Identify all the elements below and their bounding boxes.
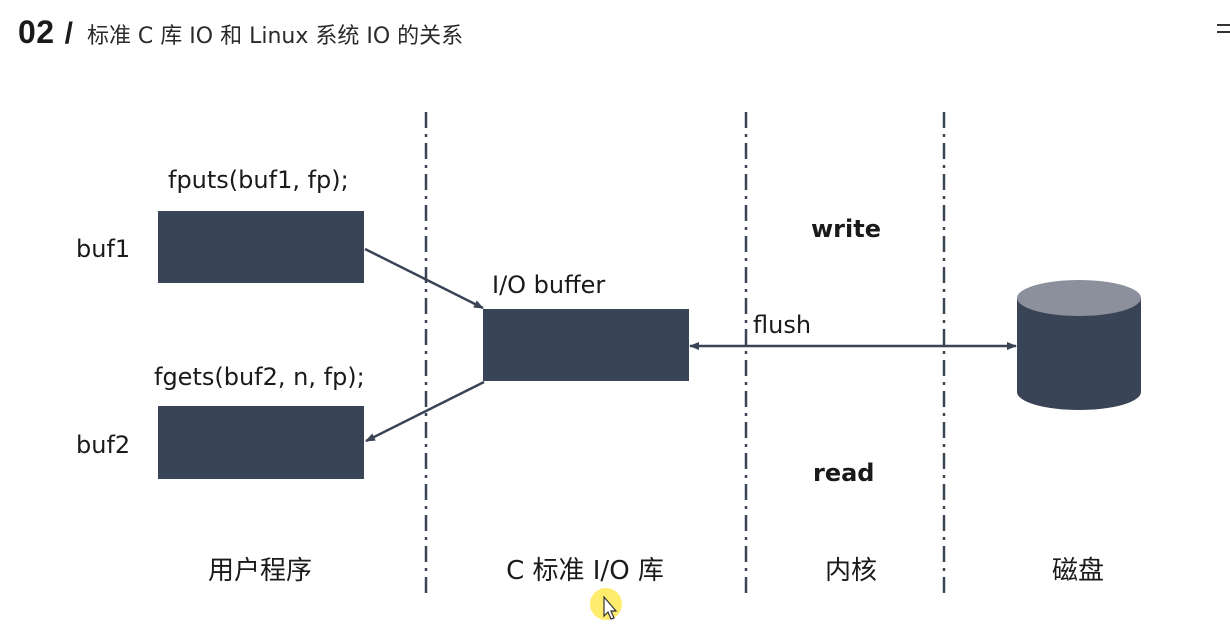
flush-label: flush <box>753 311 811 339</box>
column-label-kernel: 内核 <box>825 556 877 586</box>
mouse-pointer-icon <box>590 588 622 620</box>
buf2-box <box>158 406 364 479</box>
section-separator: / <box>64 17 73 50</box>
fgets-label: fgets(buf2, n, fp); <box>154 363 365 391</box>
read-label: read <box>813 459 875 487</box>
column-label-user: 用户程序 <box>208 556 312 586</box>
menu-icon[interactable] <box>1217 22 1230 36</box>
fgets-arrow <box>365 380 485 443</box>
buf1-box <box>158 211 364 283</box>
write-label: write <box>811 215 881 243</box>
column-label-disk: 磁盘 <box>1052 556 1104 586</box>
fputs-label: fputs(buf1, fp); <box>168 166 349 194</box>
fputs-arrow <box>364 247 484 310</box>
section-title: 标准 C 库 IO 和 Linux 系统 IO 的关系 <box>86 24 464 49</box>
io-buffer-box <box>483 309 689 381</box>
buf1-label: buf1 <box>76 235 130 263</box>
buf2-label: buf2 <box>76 431 130 459</box>
disk-cylinder-icon <box>1017 280 1141 410</box>
column-label-clib: C 标准 I/O 库 <box>506 556 664 586</box>
io-buffer-label: I/O buffer <box>492 271 605 299</box>
section-number: 02 <box>18 14 55 50</box>
slide-header: 02 / 标准 C 库 IO 和 Linux 系统 IO 的关系 <box>18 14 463 51</box>
